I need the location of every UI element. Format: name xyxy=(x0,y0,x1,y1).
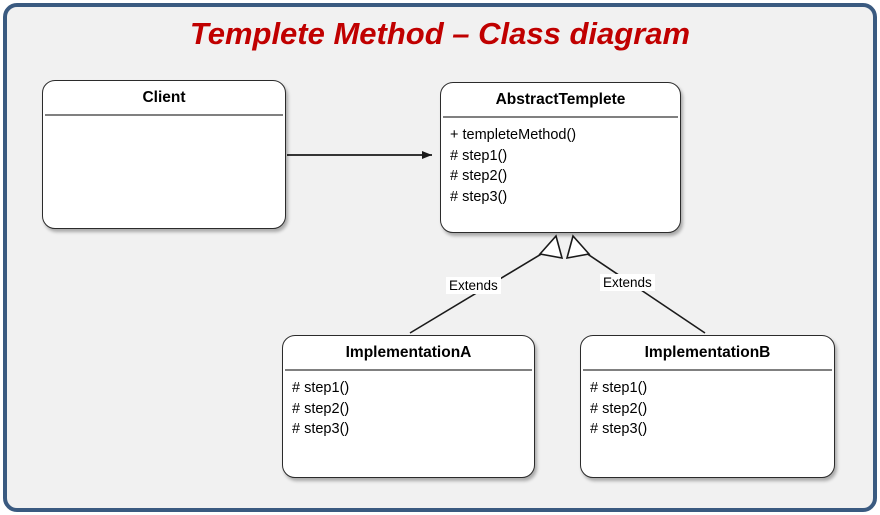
class-member: # step3() xyxy=(590,421,648,437)
class-members-client xyxy=(43,116,285,123)
class-members-abstract-templete: + templeteMethod() # step1() # step2() #… xyxy=(441,118,680,207)
class-box-abstract-templete[interactable]: AbstractTemplete + templeteMethod() # st… xyxy=(440,82,681,233)
class-member: # step2() xyxy=(292,400,350,417)
page-title: Templete Method – Class diagram xyxy=(189,16,691,51)
class-name-client: Client xyxy=(142,89,186,106)
class-divider xyxy=(443,116,678,118)
class-member: # step2() xyxy=(450,168,508,184)
class-member: # step1() xyxy=(292,380,350,396)
class-name-abstract-templete: AbstractTemplete xyxy=(495,91,626,108)
class-box-implementation-b[interactable]: ImplementationB # step1() # step2() # st… xyxy=(580,335,835,478)
edge-label-extends-right: Extends xyxy=(600,274,655,291)
class-members-implementation-b: # step1() # step2() # step3() xyxy=(581,371,834,440)
class-name-implementation-a: ImplementationA xyxy=(345,344,472,361)
class-members-implementation-a: # step1() # step2() # step3() xyxy=(283,371,534,440)
class-member: # step2() xyxy=(590,400,648,417)
class-member: # step3() xyxy=(450,188,508,205)
class-name-implementation-b: ImplementationB xyxy=(644,344,771,361)
class-member: # step1() xyxy=(450,147,508,164)
class-box-implementation-a[interactable]: ImplementationA # step1() # step2() # st… xyxy=(282,335,535,478)
edge-label-extends-left: Extends xyxy=(446,277,501,294)
class-member: # step1() xyxy=(590,380,648,396)
class-member: # step3() xyxy=(292,421,350,437)
class-box-client[interactable]: Client xyxy=(42,80,286,229)
class-divider xyxy=(285,369,532,371)
class-divider xyxy=(583,369,832,371)
class-member: + templeteMethod() xyxy=(450,127,577,143)
class-divider xyxy=(45,114,283,116)
